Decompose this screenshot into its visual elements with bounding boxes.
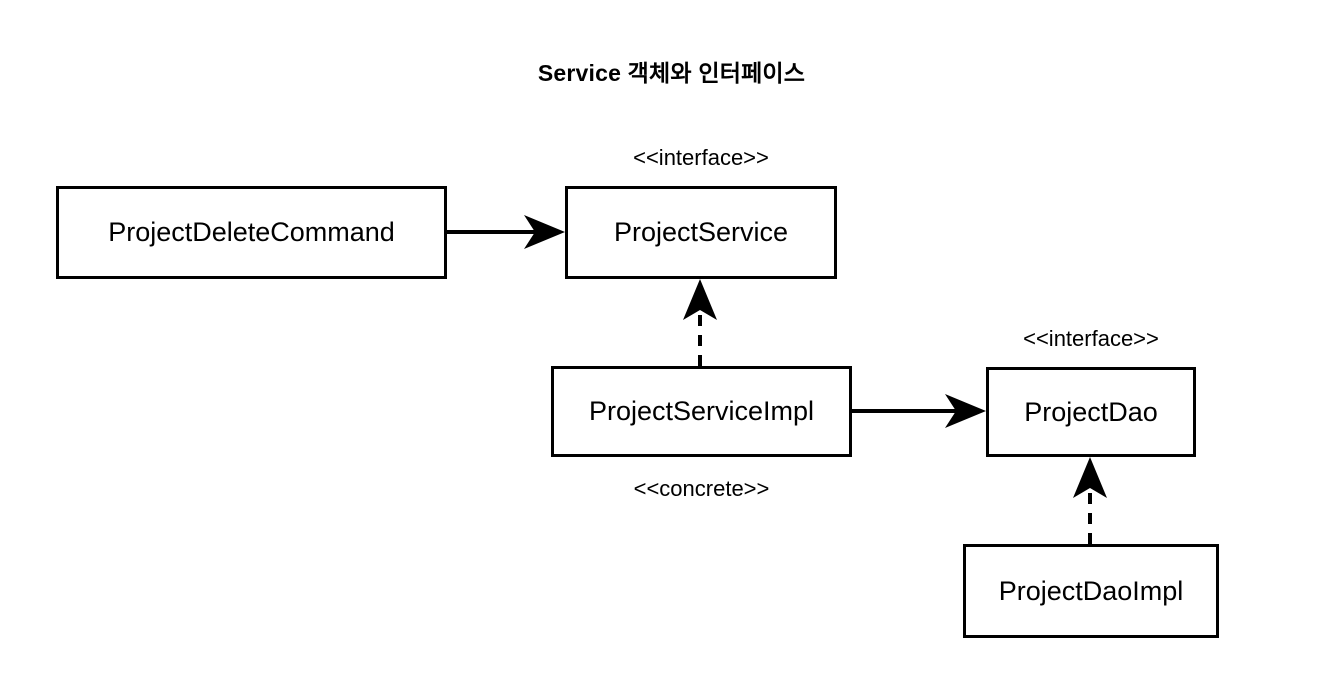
uml-node-label: ProjectDeleteCommand — [108, 217, 395, 247]
uml-node-project-delete-command[interactable]: ProjectDeleteCommand — [56, 186, 447, 279]
edge-command-to-service — [447, 215, 565, 249]
edge-serviceimpl-to-dao — [852, 394, 986, 428]
edge-serviceimpl-to-service — [683, 279, 717, 366]
page-title: Service 객체와 인터페이스 — [537, 60, 806, 86]
edge-daoimpl-to-dao — [1073, 457, 1107, 544]
edge-serviceimpl-to-dao-arrowhead — [945, 394, 986, 428]
uml-node-label: ProjectService — [613, 217, 789, 247]
edge-daoimpl-to-dao-arrowhead — [1073, 457, 1107, 498]
stereotype-label-project-service-impl: <<concrete>> — [633, 476, 770, 501]
edge-command-to-service-arrowhead — [524, 215, 565, 249]
uml-node-project-service-impl[interactable]: ProjectServiceImpl — [551, 366, 852, 457]
uml-node-project-dao-impl[interactable]: ProjectDaoImpl — [963, 544, 1219, 638]
uml-node-project-dao[interactable]: ProjectDao — [986, 367, 1196, 457]
uml-node-label: ProjectDao — [1024, 396, 1158, 427]
uml-node-project-service[interactable]: ProjectService — [565, 186, 837, 279]
edge-serviceimpl-to-service-arrowhead — [683, 279, 717, 320]
uml-node-label: ProjectServiceImpl — [588, 396, 815, 426]
uml-node-label: ProjectDaoImpl — [998, 575, 1184, 606]
stereotype-label-project-service: <<interface>> — [633, 145, 769, 170]
stereotype-label-project-dao: <<interface>> — [1023, 326, 1159, 351]
